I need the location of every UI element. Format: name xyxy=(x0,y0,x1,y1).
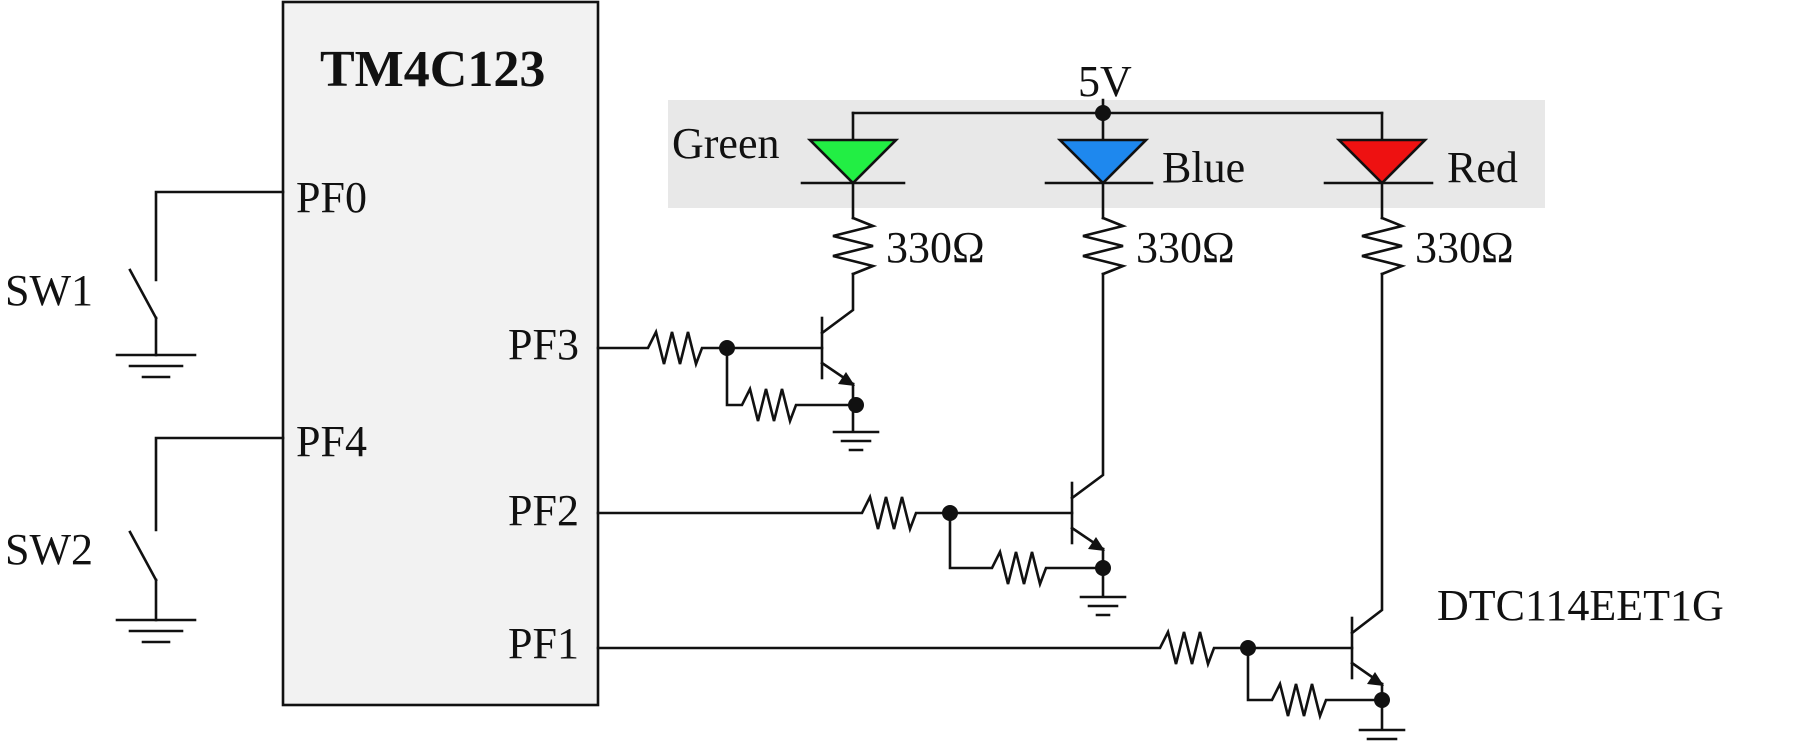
resistor-red-value: 330Ω xyxy=(1415,223,1514,272)
resistor-blue-330 xyxy=(1082,216,1128,276)
switch-sw2 xyxy=(115,436,285,644)
switch-sw1-label: SW1 xyxy=(5,266,93,315)
supply-rail xyxy=(851,98,1384,142)
mcu-title: TM4C123 xyxy=(320,41,545,98)
pin-pf1-label: PF1 xyxy=(508,619,579,668)
pin-pf4-label: PF4 xyxy=(296,417,367,466)
resistor-green-330 xyxy=(832,216,878,276)
led-green xyxy=(800,138,906,220)
led-blue xyxy=(1044,138,1154,220)
pin-pf0-label: PF0 xyxy=(296,173,367,222)
pin-pf3-label: PF3 xyxy=(508,320,579,369)
supply-label: 5V xyxy=(1078,57,1132,106)
switch-sw1 xyxy=(115,190,285,379)
led-green-label: Green xyxy=(672,119,780,168)
pin-pf2-label: PF2 xyxy=(508,486,579,535)
switch-sw2-label: SW2 xyxy=(5,525,93,574)
led-blue-label: Blue xyxy=(1162,143,1245,192)
resistor-red-330 xyxy=(1361,216,1407,276)
led-red-label: Red xyxy=(1447,143,1518,192)
transistor-pf2 xyxy=(596,272,1127,617)
transistor-part-label: DTC114EET1G xyxy=(1437,581,1724,630)
resistor-green-value: 330Ω xyxy=(886,223,985,272)
transistor-pf1 xyxy=(596,272,1406,741)
transistor-pf3 xyxy=(596,272,880,452)
resistor-blue-value: 330Ω xyxy=(1136,223,1235,272)
mcu-block xyxy=(281,0,600,707)
led-red xyxy=(1323,138,1434,220)
